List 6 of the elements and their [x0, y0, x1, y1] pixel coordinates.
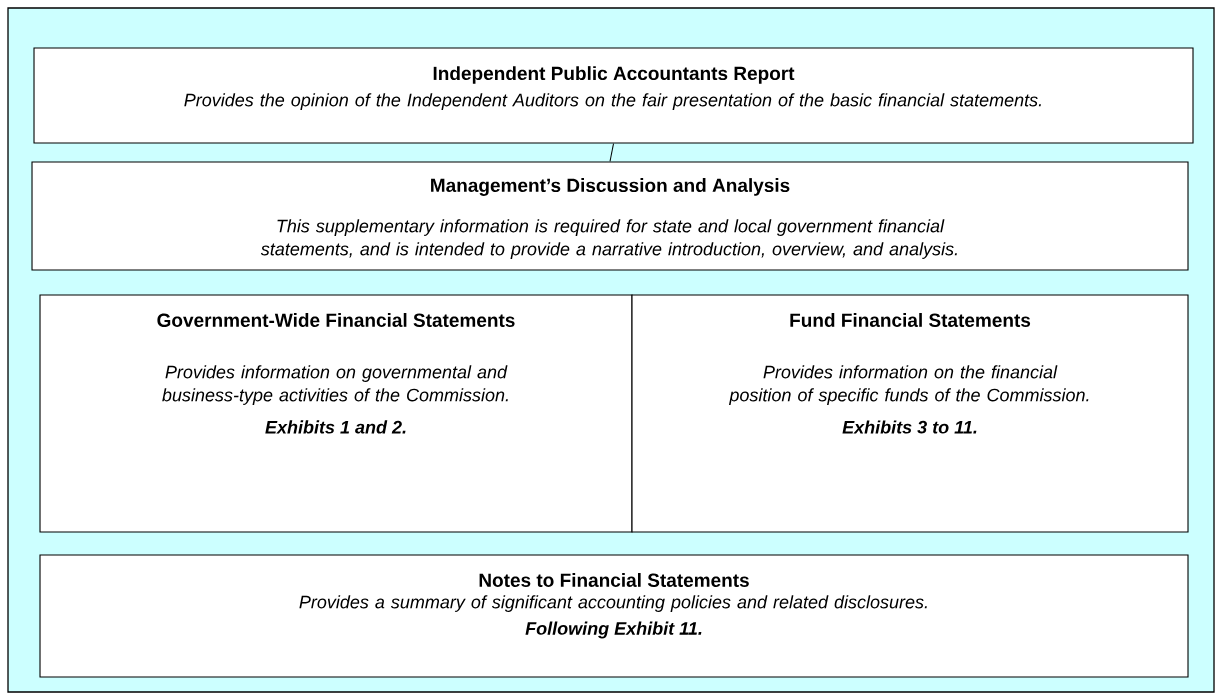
- statement-box: Government-Wide Financial Statements Provides information on governmental and business-type activities of the Commission. Exhibits 1 and 2.: [39, 294, 633, 533]
- statement-box: Notes to Financial Statements Provides a summary of significant accounting policies and related disclosures. Following Exhibit 11.: [39, 554, 1189, 678]
- statement-box: Fund Financial Statements Provides information on the financial position of specific funds of the Commission. Exhibits 3 to 11.: [631, 294, 1189, 533]
- statement-box: Independent Public Accountants Report Provides the opinion of the Independent Auditors on the fair presentation of the basic financial statements.: [33, 47, 1194, 144]
- connector-line: [609, 143, 614, 162]
- statement-box: Management’s Discussion and Analysis This supplementary information is required for state and local government financial statements, and is intended to provide a narrative introduction, overview, and analysis.: [31, 161, 1189, 271]
